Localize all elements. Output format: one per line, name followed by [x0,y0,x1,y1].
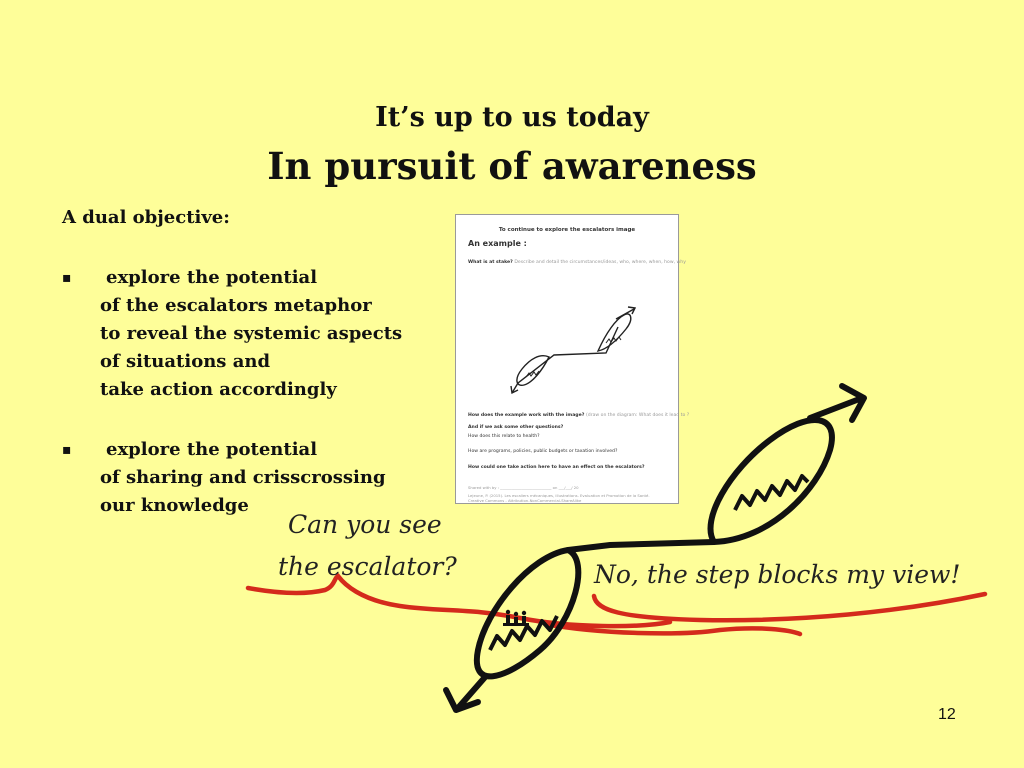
worksheet-question-programs: How are programs, policies, public budge… [468,449,618,454]
bullet-line: explore the potential [106,439,318,460]
worksheet-hint: (draw on the diagram: What does it lead … [586,413,690,418]
arrow-shaft-down [455,673,489,711]
objective-heading: A dual objective: [62,207,230,228]
bullet-square-icon: ▪ [62,442,72,458]
red-brace-line [245,573,673,629]
upper-escalator [707,416,835,545]
lower-escalator [473,547,582,680]
objective-block: A dual objective: ▪ explore the potentia… [62,204,482,520]
lower-escalator-steps [488,615,559,651]
bullet-line: take action accordingly [100,379,337,400]
slide-title: In pursuit of awareness [267,144,757,188]
worksheet-question-other: And if we ask some other questions? [468,425,564,430]
worksheet-question-stakes: What is at stake? Describe and detail th… [468,260,686,265]
bullet-line: our knowledge [100,495,249,516]
worksheet-title: To continue to explore the escalators im… [498,227,636,233]
mini-escalator-drawing [510,306,637,395]
red-underline-lower [542,621,803,637]
question-line-1: Can you see [288,510,442,539]
red-underline [591,591,988,623]
worksheet-hint: Describe and detail the circumstances/id… [514,260,686,265]
worksheet-footer-credit: Lejeune, P. (2015). Les escaliers mécani… [468,493,650,498]
bullet-line: of situations and [100,351,271,372]
tiny-people-icon [503,609,529,626]
arrow-head-up-icon [839,383,867,423]
bullet-square-icon: ▪ [62,270,72,286]
page-number: 12 [938,706,956,723]
escalator-connector [565,539,717,553]
worksheet-footer-date: Shared with by : _______________________… [468,485,579,490]
bullet-item-2: ▪ explore the potential of sharing and c… [62,436,482,520]
upper-escalator-steps [733,474,810,511]
worksheet-question-health: How does this relate to health? [468,434,540,439]
question-line-2: the escalator? [278,552,457,581]
arrow-shaft-up [807,395,865,421]
worksheet-example-heading: An example : [468,239,527,248]
answer-text: No, the step blocks my view! [594,560,961,589]
arrow-head-down-icon [443,687,481,713]
worksheet-thumbnail: To continue to explore the escalators im… [455,214,689,504]
bullet-line: to reveal the systemic aspects [100,323,403,344]
bullet-line: of sharing and crisscrossing [100,467,386,488]
bullet-line: explore the potential [106,267,318,288]
bullet-item-1: ▪ explore the potential of the escalator… [62,264,482,404]
slide-subtitle: It’s up to us today [375,102,649,133]
worksheet-footer-license: Creative Commons - Attribution-NonCommer… [468,498,582,503]
worksheet-question-action: How could one take action here to have a… [468,465,645,470]
bullet-line: of the escalators metaphor [100,295,372,316]
worksheet-question-example: How does the example work with the image… [468,413,690,418]
